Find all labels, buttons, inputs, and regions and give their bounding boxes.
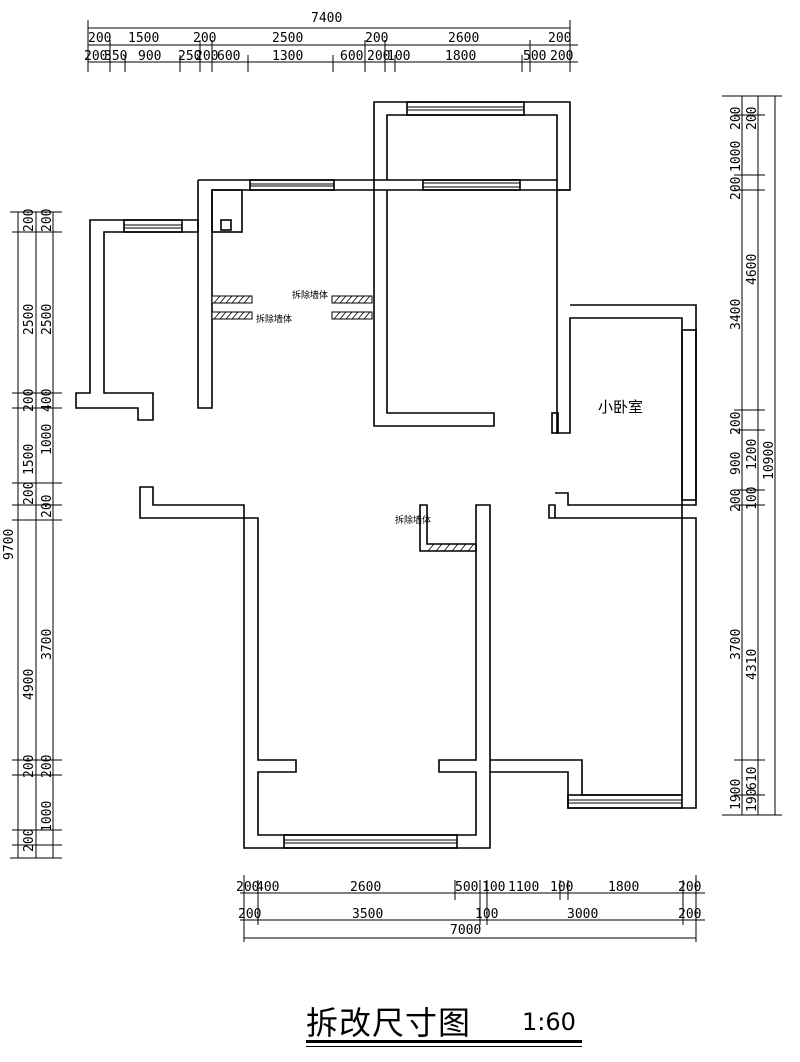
right-dim-i5: 4310 <box>745 649 760 680</box>
right-dim-9: 1900 <box>729 779 744 810</box>
top-dim-r2-6: 600 <box>217 49 240 64</box>
bottom-dim-r2-3: 100 <box>475 907 498 922</box>
drawing-scale: 1:60 <box>522 1008 576 1036</box>
left-dim-i3: 400 <box>40 389 55 412</box>
bottom-dim-3: 2600 <box>350 880 381 895</box>
bottom-dim-9: 200 <box>678 880 701 895</box>
right-dim-2: 1000 <box>729 141 744 172</box>
right-dim-i2: 4600 <box>745 254 760 285</box>
left-dim-5: 200 <box>22 482 37 505</box>
right-dim-8: 3700 <box>729 629 744 660</box>
left-dim-7: 200 <box>22 755 37 778</box>
walls <box>75 101 697 849</box>
top-dim-1: 200 <box>88 31 111 46</box>
right-dimensions: 200 1000 200 3400 200 900 200 3700 1900 … <box>722 95 782 816</box>
left-dimensions: 9700 200 2500 200 1500 200 4900 200 200 … <box>2 209 62 859</box>
left-dim-i7: 200 <box>40 755 55 778</box>
title-underline-thin <box>306 1046 582 1047</box>
demolished-walls <box>211 295 475 552</box>
bottom-dim-r2-2: 3500 <box>352 907 383 922</box>
top-total-dim: 7400 <box>311 11 342 26</box>
windows <box>123 101 697 849</box>
left-total-dim: 9700 <box>2 529 17 560</box>
right-dim-4: 3400 <box>729 299 744 330</box>
room-label: 小卧室 <box>598 398 643 416</box>
top-dim-r2-1: 200 <box>84 49 107 64</box>
demolish-note-3: 拆除墙体 <box>395 514 431 526</box>
left-dim-6: 4900 <box>22 669 37 700</box>
left-dim-1: 200 <box>22 209 37 232</box>
right-dim-i6: 610 <box>745 767 760 790</box>
top-dim-r2-5: 200 <box>195 49 218 64</box>
top-dim-r2-8: 600 <box>340 49 363 64</box>
bottom-dim-4: 500 <box>455 880 478 895</box>
right-total-dim: 10900 <box>762 441 777 480</box>
top-dim-r2-2: 350 <box>104 49 127 64</box>
right-dim-i7: 190 <box>745 789 760 812</box>
bottom-dim-5: 100 <box>482 880 505 895</box>
left-dim-3: 200 <box>22 389 37 412</box>
top-dim-2: 1500 <box>128 31 159 46</box>
left-dim-i1: 200 <box>40 209 55 232</box>
bottom-dim-8: 1800 <box>608 880 639 895</box>
bottom-total-dim: 7000 <box>450 923 481 938</box>
top-dim-4: 2500 <box>272 31 303 46</box>
left-dim-2: 2500 <box>22 304 37 335</box>
left-dim-i4: 1000 <box>40 424 55 455</box>
bottom-dim-r2-1: 200 <box>238 907 261 922</box>
title-underline-thick <box>306 1040 582 1043</box>
left-dim-i2: 2500 <box>40 304 55 335</box>
right-dim-i3: 1200 <box>745 439 760 470</box>
bottom-dim-1: 200 <box>236 880 259 895</box>
right-dim-1: 200 <box>729 107 744 130</box>
left-dim-i5: 200 <box>40 495 55 518</box>
top-dim-r2-11: 1800 <box>445 49 476 64</box>
left-dim-i6: 3700 <box>40 629 55 660</box>
top-dim-7: 200 <box>548 31 571 46</box>
bottom-dim-r2-4: 3000 <box>567 907 598 922</box>
top-dim-r2-10: 100 <box>387 49 410 64</box>
top-dim-r2-4: 250 <box>178 49 201 64</box>
demolish-note-2: 拆除墙体 <box>256 313 292 325</box>
left-dim-i8: 1000 <box>40 801 55 832</box>
top-dim-r2-7: 1300 <box>272 49 303 64</box>
top-dim-6: 2600 <box>448 31 479 46</box>
bottom-dimensions: 200 400 2600 500 100 1100 100 1800 200 2… <box>236 875 705 942</box>
bottom-dim-6: 1100 <box>508 880 539 895</box>
right-dim-6: 900 <box>729 452 744 475</box>
top-dim-r2-3: 900 <box>138 49 161 64</box>
right-dim-i4: 100 <box>745 487 760 510</box>
left-dim-8: 200 <box>22 829 37 852</box>
top-dim-5: 200 <box>365 31 388 46</box>
drawing-title: 拆改尺寸图 <box>306 1004 472 1042</box>
left-dim-4: 1500 <box>22 444 37 475</box>
top-dim-r2-12: 500 <box>523 49 546 64</box>
right-dim-3: 200 <box>729 177 744 200</box>
top-dimensions: 7400 200 1500 200 2500 200 2600 200 200 … <box>84 11 578 72</box>
demolish-note-1: 拆除墙体 <box>292 289 328 301</box>
right-dim-i1: 200 <box>745 107 760 130</box>
top-dim-3: 200 <box>193 31 216 46</box>
top-dim-r2-13: 200 <box>550 49 573 64</box>
bottom-dim-7: 100 <box>550 880 573 895</box>
right-dim-5: 200 <box>729 412 744 435</box>
bottom-dim-r2-5: 200 <box>678 907 701 922</box>
right-dim-7: 200 <box>729 489 744 512</box>
bottom-dim-2: 400 <box>256 880 279 895</box>
